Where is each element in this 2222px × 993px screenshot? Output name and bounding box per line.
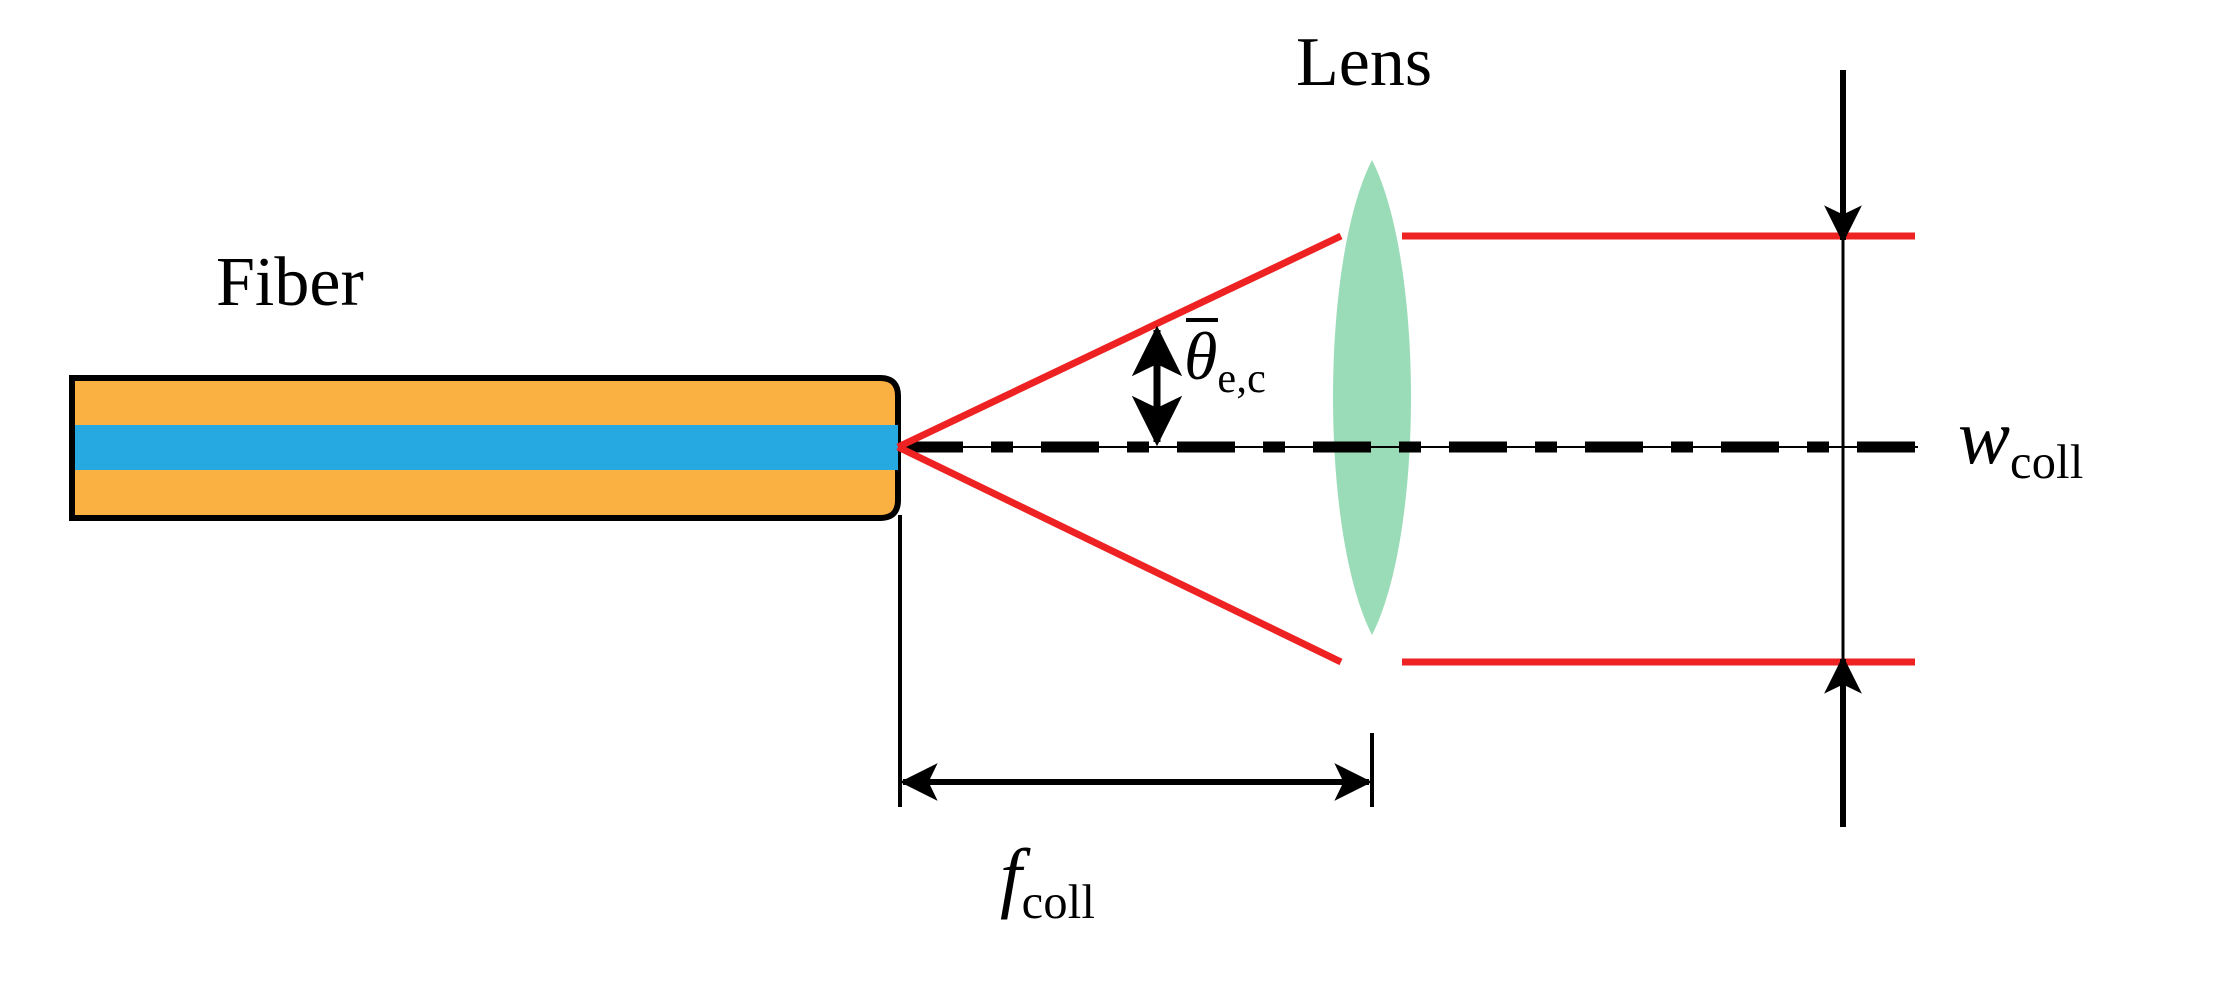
focal-length-subscript: coll — [1021, 875, 1096, 929]
lens-body — [1333, 160, 1411, 635]
fiber-assembly — [69, 375, 901, 521]
fiber-label: Fiber — [216, 244, 364, 321]
divergence-angle-label: θ e,c — [1184, 317, 1266, 399]
lens-label: Lens — [1296, 24, 1433, 101]
focal-length-label: fcoll — [1000, 838, 1095, 927]
beam-waist-subscript: coll — [2010, 435, 2084, 489]
overbar — [1186, 317, 1219, 322]
ray-diverging-upper — [896, 232, 1343, 451]
beam-waist-label: wcoll — [1958, 398, 2084, 487]
beam-waist-symbol: w — [1958, 393, 2011, 480]
fiber-core — [75, 425, 898, 470]
theta-overbar-group: θ — [1184, 317, 1219, 390]
collimating-lens — [1333, 160, 1411, 635]
ray-diverging-lower — [896, 443, 1343, 666]
theta-subscript: e,c — [1217, 354, 1266, 402]
focal-length-symbol: f — [1000, 833, 1022, 920]
focal-length-dimension — [898, 515, 1374, 807]
theta-symbol: θ — [1184, 318, 1218, 394]
